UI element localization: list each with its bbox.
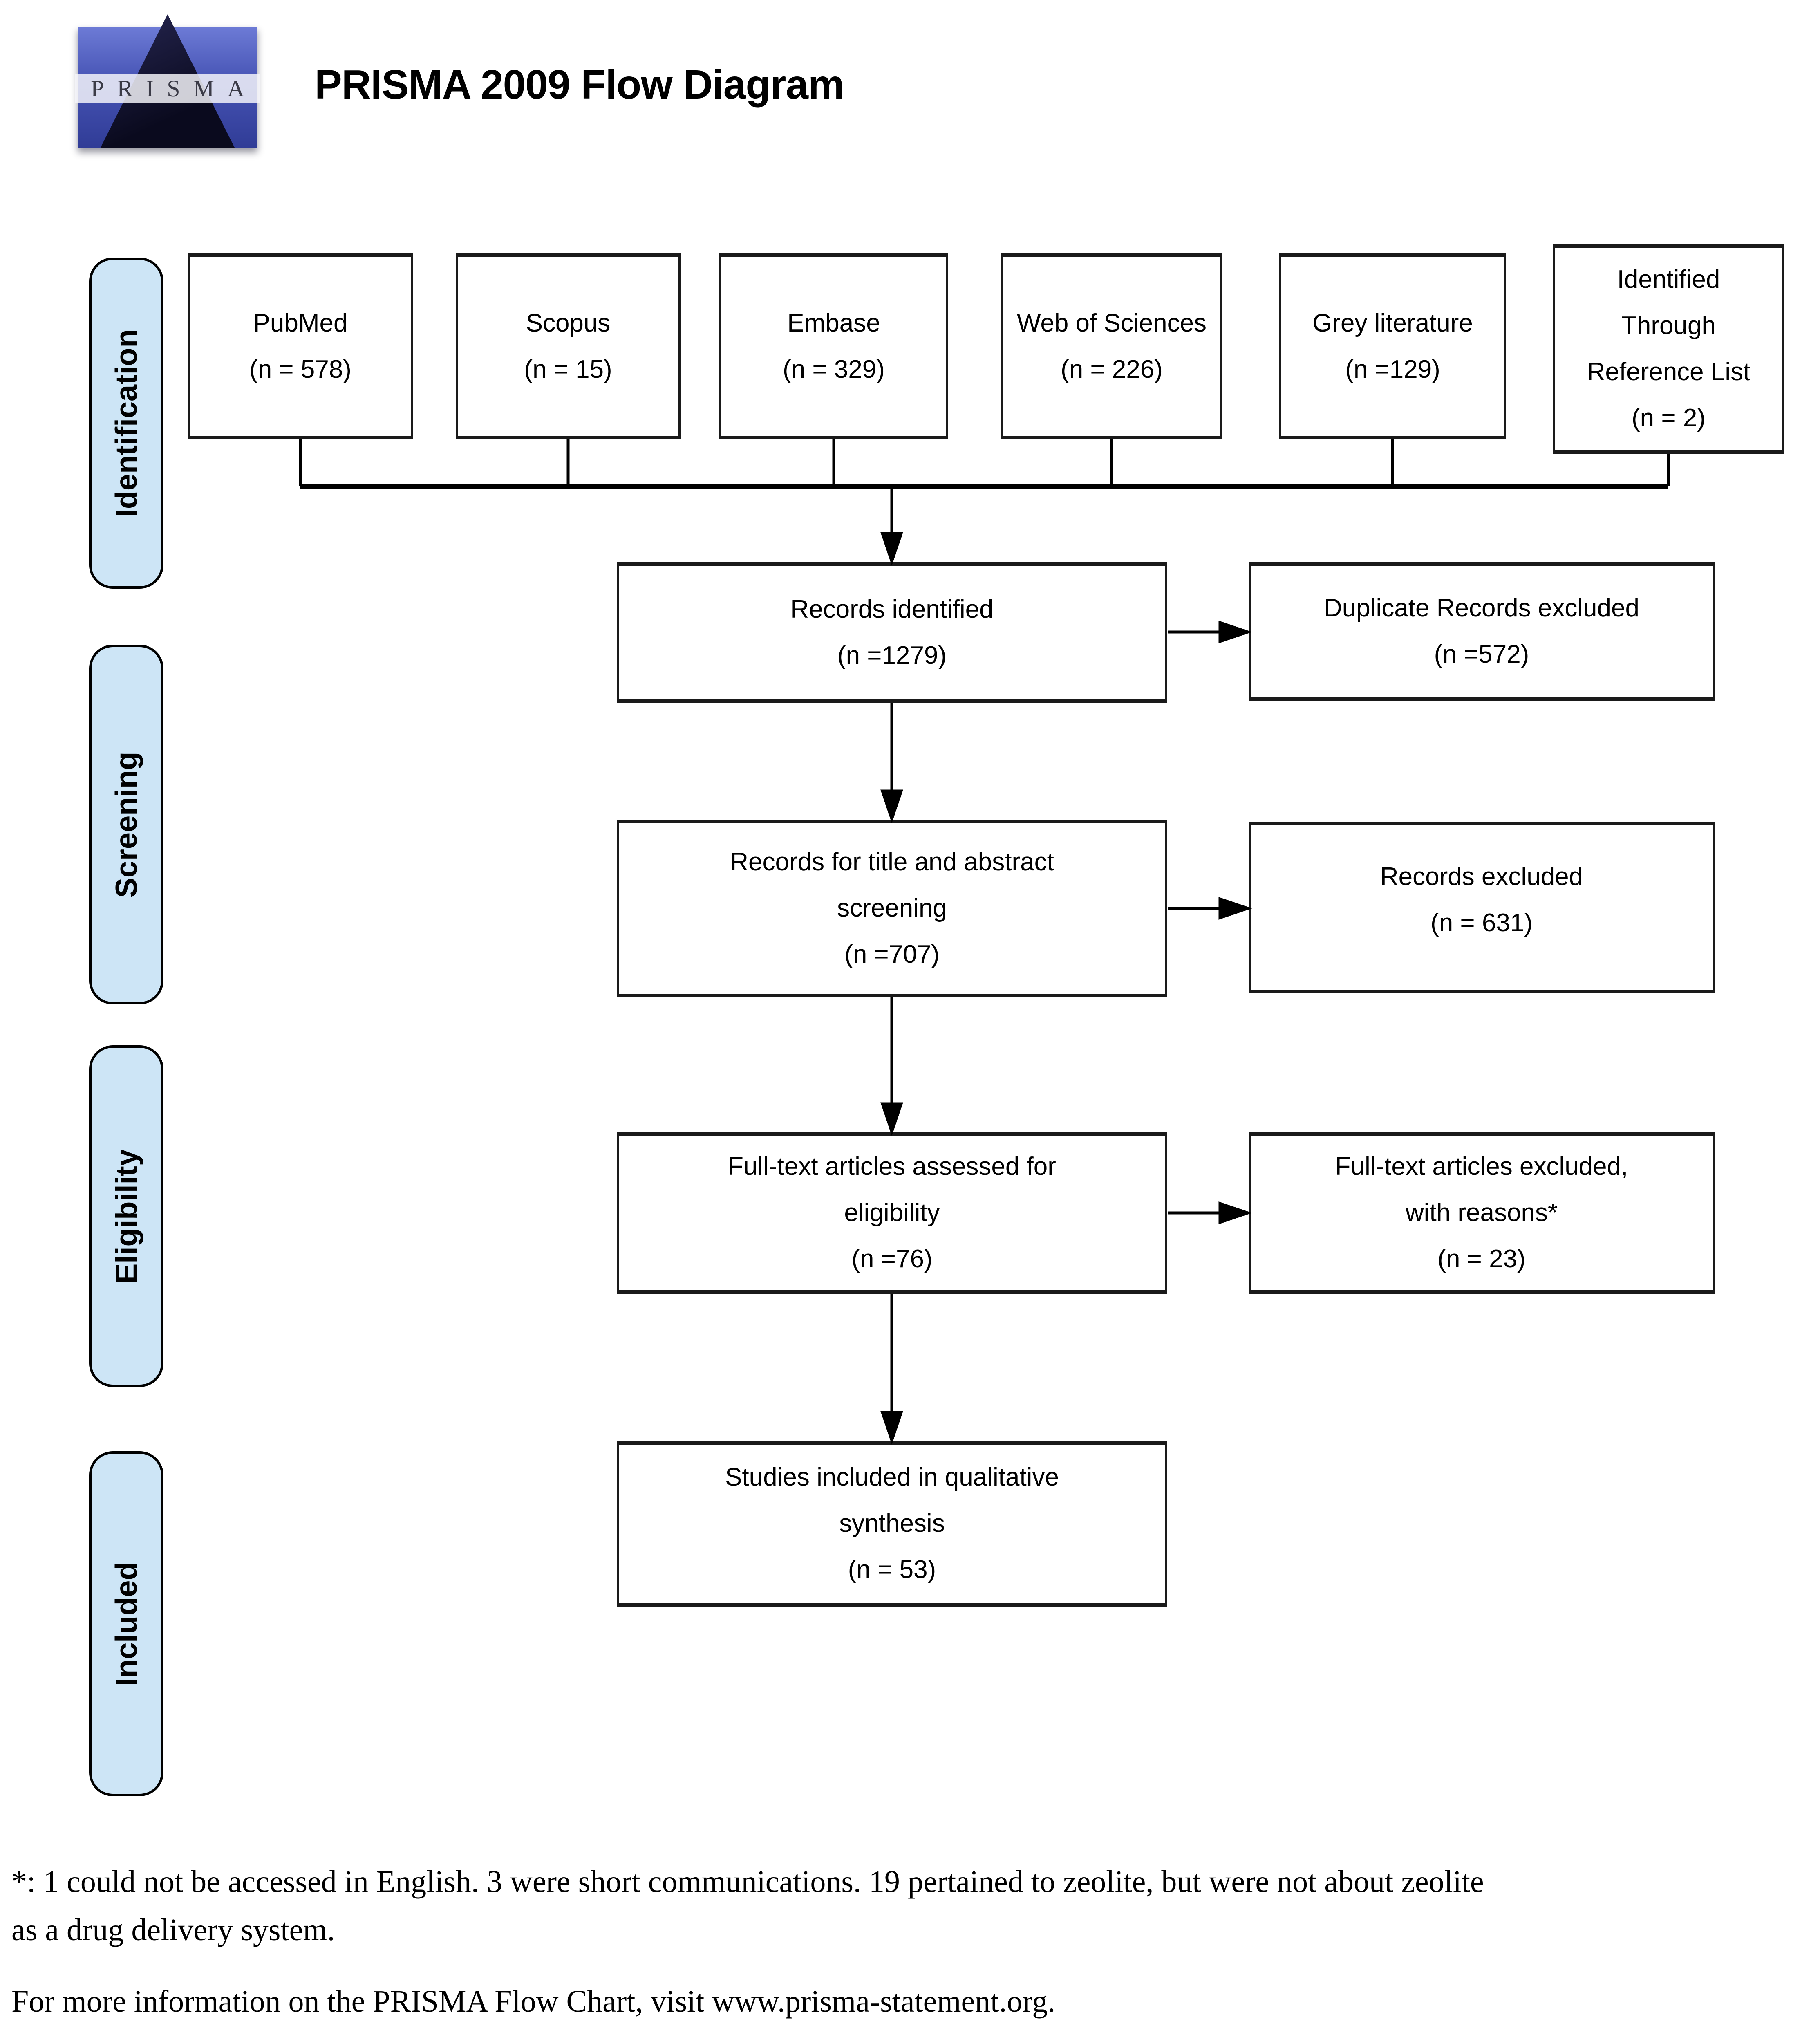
- source-count: (n = 226): [1061, 355, 1163, 383]
- stage-eligibility-label: Eligibility: [109, 1149, 143, 1284]
- source-label: Identified Through Reference List: [1587, 265, 1751, 386]
- exclusion-label: Full-text articles excluded, with reason…: [1335, 1152, 1628, 1227]
- source-label: Embase: [787, 309, 880, 337]
- source-label: Web of Sciences: [1016, 309, 1207, 337]
- flow-box-records-identified: Records identified (n =1279): [617, 562, 1167, 703]
- flow-box-fulltext-assessed: Full-text articles assessed for eligibil…: [617, 1132, 1167, 1294]
- source-box-reference-list: Identified Through Reference List (n = 2…: [1553, 244, 1784, 454]
- arrowhead-icon: [1218, 621, 1252, 643]
- flow-label: Records identified: [790, 595, 994, 623]
- stage-included-label: Included: [109, 1561, 143, 1686]
- flow-label: Studies included in qualitative synthesi…: [725, 1463, 1059, 1538]
- exclusion-box-records-excluded: Records excluded (n = 631): [1249, 822, 1715, 993]
- exclusion-box-duplicates: Duplicate Records excluded (n =572): [1249, 562, 1715, 701]
- source-label: Grey literature: [1312, 309, 1473, 337]
- flow-box-title-abstract-screening: Records for title and abstract screening…: [617, 820, 1167, 997]
- flow-count: (n =76): [851, 1244, 933, 1273]
- arrowhead-icon: [880, 532, 903, 566]
- page-title: PRISMA 2009 Flow Diagram: [315, 62, 844, 108]
- flow-count: (n = 53): [848, 1555, 936, 1584]
- stage-screening: Screening: [89, 645, 163, 1004]
- exclusion-box-fulltext-excluded: Full-text articles excluded, with reason…: [1249, 1132, 1715, 1294]
- arrowhead-icon: [1218, 897, 1252, 920]
- arrowhead-icon: [880, 1102, 903, 1136]
- source-box-scopus: Scopus (n = 15): [456, 253, 681, 439]
- stage-identification: Identification: [89, 258, 163, 589]
- footnote-info: For more information on the PRISMA Flow …: [11, 1984, 1056, 2019]
- stage-identification-label: Identification: [109, 329, 143, 518]
- stage-included: Included: [89, 1451, 163, 1796]
- source-label: Scopus: [526, 309, 611, 337]
- arrowhead-icon: [880, 1411, 903, 1445]
- flow-count: (n =707): [844, 940, 940, 968]
- arrowhead-icon: [880, 789, 903, 823]
- source-count: (n =129): [1345, 355, 1440, 383]
- prisma-logo-text: PRISMA: [91, 75, 257, 102]
- source-box-grey-literature: Grey literature (n =129): [1279, 253, 1506, 439]
- source-count: (n = 2): [1632, 403, 1706, 432]
- flow-label: Records for title and abstract screening: [730, 848, 1054, 923]
- prisma-logo: PRISMA: [75, 14, 260, 149]
- exclusion-count: (n = 23): [1437, 1244, 1526, 1273]
- exclusion-label: Records excluded: [1380, 863, 1583, 891]
- stage-screening-label: Screening: [109, 751, 143, 898]
- flow-box-studies-included: Studies included in qualitative synthesi…: [617, 1441, 1167, 1607]
- source-count: (n = 15): [524, 355, 612, 383]
- source-box-pubmed: PubMed (n = 578): [188, 253, 413, 439]
- exclusion-label: Duplicate Records excluded: [1324, 594, 1639, 623]
- exclusion-count: (n =572): [1434, 640, 1529, 668]
- exclusion-count: (n = 631): [1430, 908, 1533, 937]
- flow-label: Full-text articles assessed for eligibil…: [728, 1152, 1056, 1227]
- flow-count: (n =1279): [837, 641, 947, 670]
- footnote-asterisk: *: 1 could not be accessed in English. 3…: [11, 1865, 1484, 1947]
- source-count: (n = 578): [249, 355, 351, 383]
- source-count: (n = 329): [783, 355, 885, 383]
- source-label: PubMed: [253, 309, 348, 337]
- arrowhead-icon: [1218, 1201, 1252, 1224]
- stage-eligibility: Eligibility: [89, 1045, 163, 1387]
- source-box-embase: Embase (n = 329): [719, 253, 948, 439]
- source-box-web-of-sciences: Web of Sciences (n = 226): [1001, 253, 1222, 439]
- prisma-logo-band: PRISMA: [75, 74, 260, 103]
